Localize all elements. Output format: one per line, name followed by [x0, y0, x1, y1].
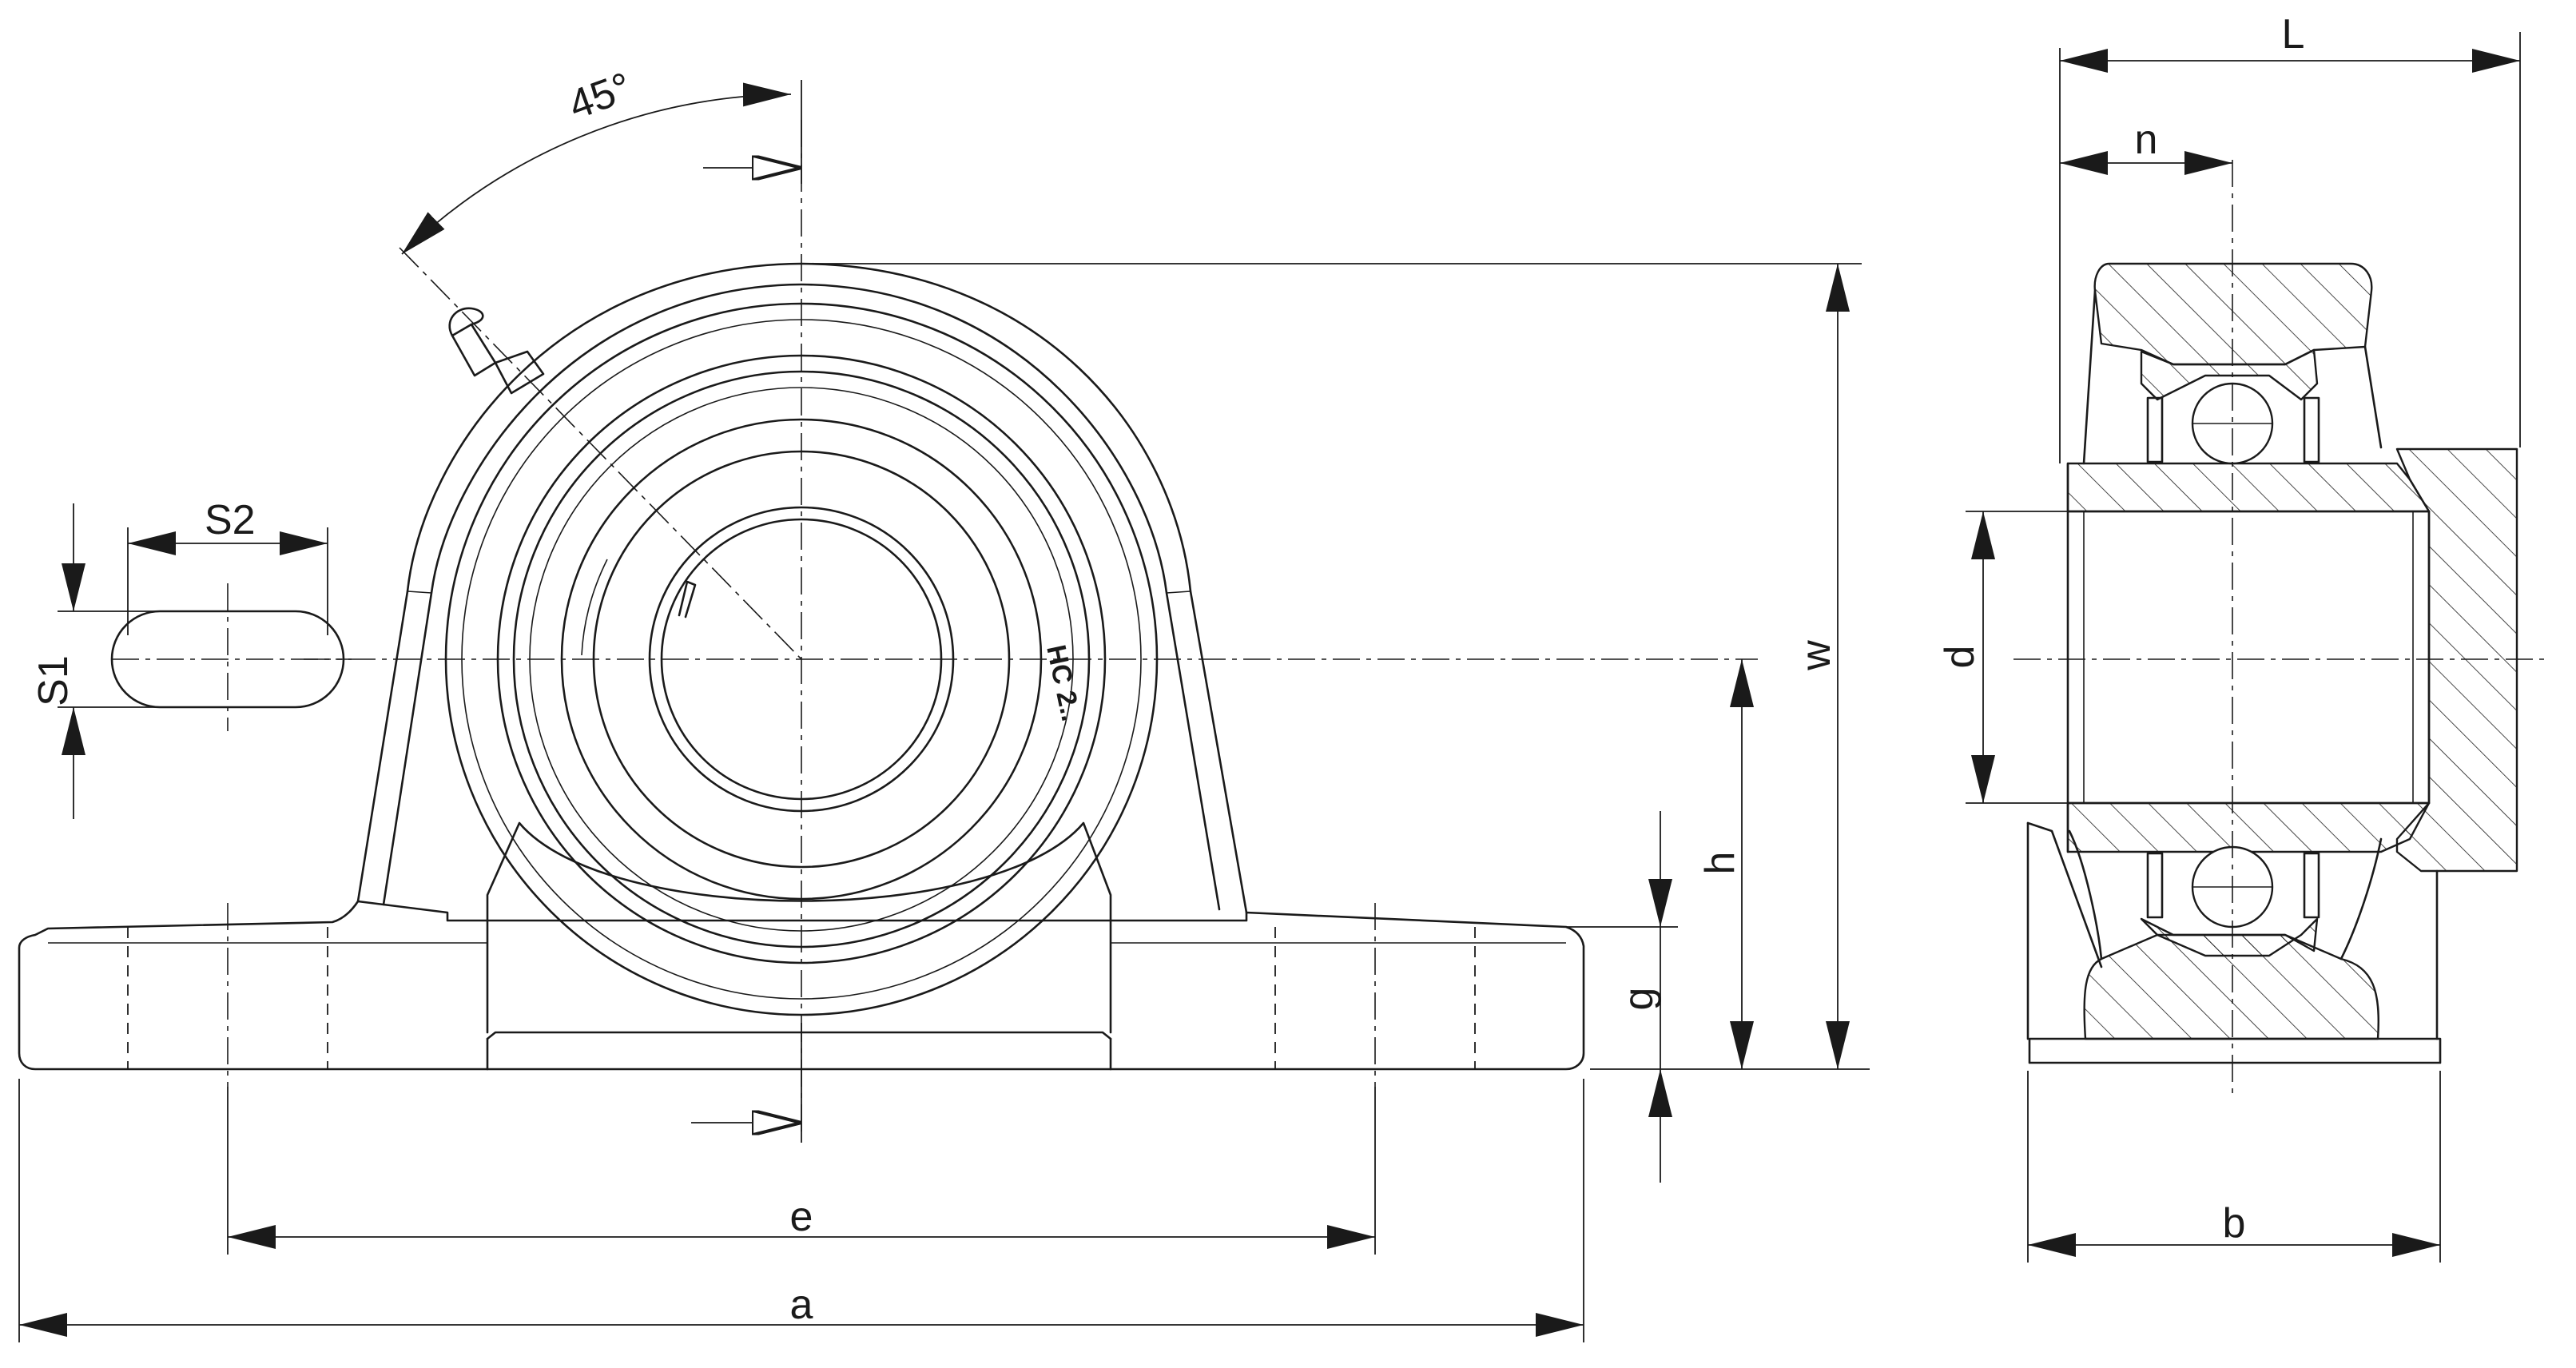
dim-d-label: d: [1937, 646, 1983, 669]
dim-s1-label: S1: [30, 655, 77, 706]
dim-h-label: h: [1697, 852, 1743, 875]
front-center-lines: [304, 120, 1758, 1135]
housing-marking: HC 2..: [1040, 642, 1086, 724]
side-center-lines: [2013, 160, 2549, 1095]
grease-nipple: [448, 307, 545, 395]
front-view: 45° S2 S1 w h: [18, 64, 1870, 1342]
housing-profile: [2026, 289, 2442, 1064]
outer-ring-top: [2140, 348, 2319, 401]
height-dimensions: w h g: [801, 263, 1870, 1183]
width-dimensions: e a: [18, 1079, 1584, 1342]
dim-n: n: [2060, 117, 2232, 175]
angle-label: 45°: [563, 64, 638, 129]
angle-dimension: 45°: [401, 64, 792, 255]
section-arrows: [691, 80, 802, 1143]
inner-ring-top: [2066, 462, 2431, 513]
dim-s2-label: S2: [205, 497, 256, 543]
dim-a-label: a: [790, 1282, 813, 1328]
dim-d: d: [1937, 511, 2068, 804]
slot-detail: S2 S1: [30, 497, 352, 819]
side-view: L n d b: [1937, 11, 2549, 1263]
dim-g-label: g: [1616, 988, 1662, 1011]
dim-L-label: L: [2282, 11, 2305, 58]
housing-section-bottom: [2083, 933, 2379, 1040]
dim-n-label: n: [2135, 117, 2158, 163]
collar: [2395, 447, 2518, 873]
inner-ring-bottom: [2066, 801, 2431, 853]
bearing-seals: [2146, 396, 2320, 919]
dim-e-label: e: [790, 1194, 813, 1240]
housing-base: [18, 900, 1585, 1071]
housing-section-top: [2093, 262, 2373, 366]
dim-L: L: [2059, 11, 2521, 463]
bore: [2066, 462, 2431, 853]
dim-b: b: [2027, 1071, 2441, 1263]
dim-b-label: b: [2223, 1200, 2246, 1247]
dim-w-label: w: [1793, 640, 1839, 671]
bolt-holes-hidden: [127, 903, 1476, 1087]
housing-body: [356, 262, 1248, 1034]
outer-ring-bottom: [2140, 917, 2319, 957]
